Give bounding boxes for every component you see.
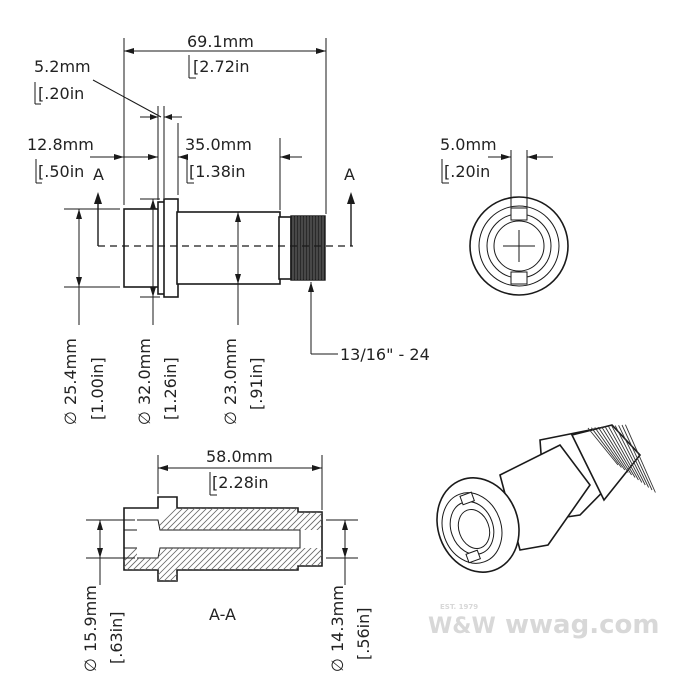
outlet-dia-mm: 14.3mm (328, 585, 347, 652)
end-view: 5.0mm [.20in (440, 135, 569, 296)
threaded-end (290, 215, 326, 281)
section-mark-right: A (344, 165, 355, 184)
side-view: A A 69.1mm [2.72in 5.2mm [.20in 12.8mm [… (27, 32, 430, 425)
front-dia-in: [1.00in] (88, 357, 107, 420)
watermark-est: EST. 1979 (440, 603, 478, 611)
flange-dia-mm: 32.0mm (135, 338, 154, 405)
body-section (176, 211, 281, 285)
bore-dia-symbol: ∅ (81, 658, 100, 672)
watermark-site: wwag.com (505, 610, 659, 640)
front-section (123, 208, 160, 288)
section-label: A-A (209, 605, 236, 624)
thread-callout: 13/16" - 24 (340, 345, 430, 364)
body-dia-mm: 23.0mm (221, 338, 240, 405)
flange-dia-in: [1.26in] (161, 357, 180, 420)
slot-width-in: [.20in (444, 162, 490, 181)
watermark: EST. 1979 W&W wwag.com (428, 603, 659, 640)
watermark-brand: W&W (428, 614, 496, 639)
flange-dia-symbol: ∅ (135, 411, 154, 425)
overall-length-in: [2.72in (193, 57, 249, 76)
outlet-dia-symbol: ∅ (328, 658, 347, 672)
outlet-dia-in: [.56in] (354, 607, 373, 660)
front-length-mm: 12.8mm (27, 135, 94, 154)
body-length-mm: 35.0mm (185, 135, 252, 154)
flange-width-mm: 5.2mm (34, 57, 91, 76)
overall-length-mm: 69.1mm (187, 32, 254, 51)
section-mark-left: A (93, 165, 104, 184)
section-length-mm: 58.0mm (206, 447, 273, 466)
flange (163, 198, 179, 298)
slot-width-mm: 5.0mm (440, 135, 497, 154)
bore-dia-in: [.63in] (107, 611, 126, 664)
body-dia-symbol: ∅ (221, 411, 240, 425)
front-dia-mm: 25.4mm (61, 338, 80, 405)
section-length-in: [2.28in (212, 473, 268, 492)
front-length-in: [.50in (38, 162, 84, 181)
bore-dia-mm: 15.9mm (81, 585, 100, 652)
flange-width-in: [.20in (38, 84, 84, 103)
isometric-thread (587, 424, 656, 493)
body-length-in: [1.38in (189, 162, 245, 181)
front-dia-symbol: ∅ (61, 411, 80, 425)
isometric-view (436, 424, 656, 573)
body-dia-in: [.91in] (247, 357, 266, 410)
body-step (278, 216, 292, 280)
section-view: 58.0mm [2.28in ∅ 15.9mm [.63in] ∅ 14.3mm… (81, 447, 373, 672)
